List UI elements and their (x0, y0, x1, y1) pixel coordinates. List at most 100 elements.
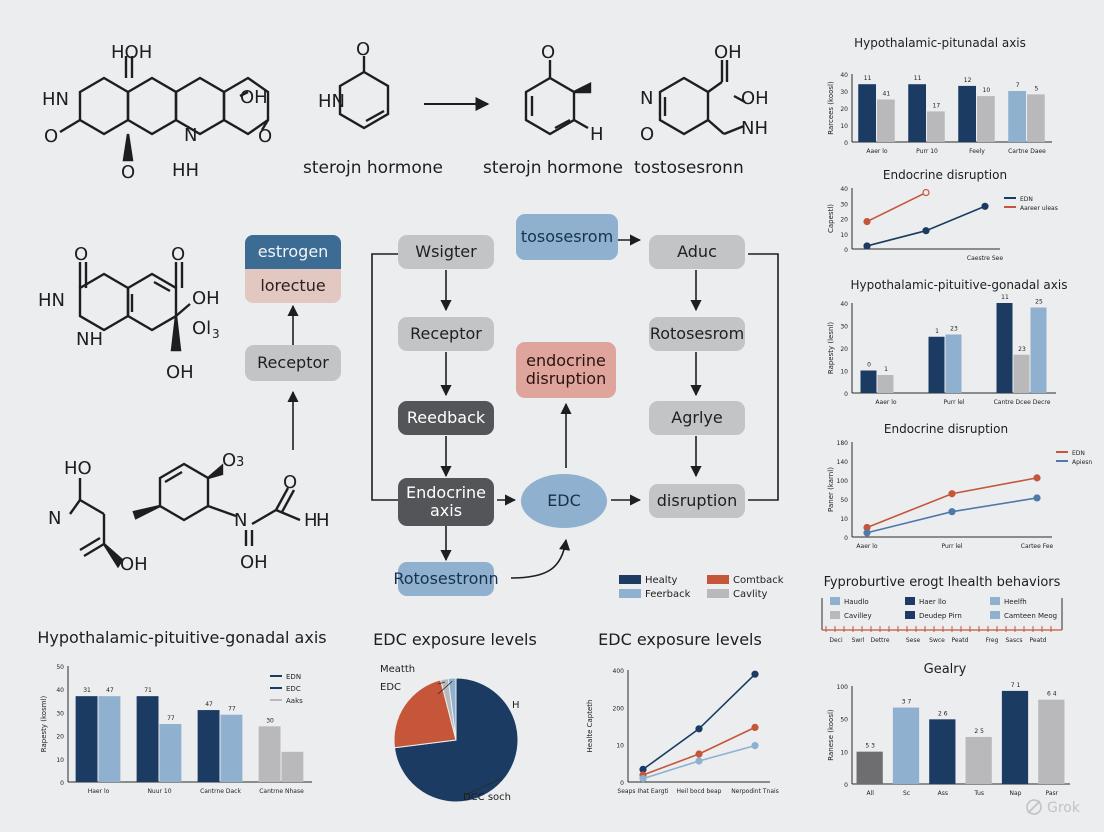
m5-label-subscript: 3 (212, 327, 220, 341)
chart-endocrine-disruption-top: Endocrine disruptionCapestl)010203040Cae… (827, 168, 1058, 262)
y-tick-label: 10 (840, 749, 848, 756)
bar-value-label: 7 1 (1011, 682, 1021, 689)
m4-label-n: N (640, 88, 653, 109)
x-tick-label: Nerpodint Tnais (731, 788, 779, 795)
y-tick-label: 100 (837, 478, 849, 485)
chart-title: Hypothalamic-pitunadal axis (854, 36, 1026, 50)
legend-label: Aaks (286, 697, 303, 705)
m1-label-hn: HN (42, 89, 69, 110)
legend-label: Camteen Meog (1004, 612, 1057, 620)
legend-label: EDN (1072, 450, 1085, 457)
bar (858, 84, 876, 142)
flow-tososesrom: tososesrom (516, 214, 618, 260)
x-tick-label: Purr 10 (916, 148, 938, 155)
m5-label-o-left: O (74, 244, 88, 265)
axis-label: Sascs (1005, 637, 1022, 644)
grok-watermark-text: Grok (1047, 800, 1081, 816)
flow-lorectue: lorectue (245, 269, 341, 303)
molecule-3 (524, 60, 592, 136)
m4-label-o: O (640, 124, 654, 145)
y-axis-label: Paner (karnl) (827, 467, 835, 512)
legend-label: Cavilley (844, 612, 872, 620)
bar (281, 751, 304, 782)
legend-label: EDN (286, 673, 301, 681)
data-point (948, 490, 956, 498)
flow-agrlye: Agrlye (649, 401, 745, 435)
data-point (751, 741, 759, 750)
pie-label: DCC soch (463, 792, 511, 803)
grok-logo-icon (1026, 799, 1042, 815)
legend-label: Deudep Pirn (919, 612, 962, 620)
m6-label-subscript: 3 (236, 455, 244, 470)
data-point (863, 529, 871, 537)
y-tick-label: 20 (840, 346, 848, 353)
series-line (866, 191, 927, 223)
molecule-1 (59, 56, 270, 162)
m2-label-o: O (356, 39, 370, 60)
m1-label-hh: HH (172, 160, 199, 181)
pie-slice (447, 677, 457, 741)
m5-label-oh-bottom: OH (166, 362, 194, 383)
x-tick-label: Purr lel (941, 543, 962, 550)
axis-label: Dettre (870, 637, 889, 644)
bar-value-label: 71 (144, 687, 152, 694)
flow-receptor-mid: Receptor (398, 317, 494, 351)
y-tick-label: 10 (840, 516, 848, 523)
bar-value-label: 3 7 (902, 699, 912, 706)
m6-label-o-acid: O (283, 472, 297, 493)
axis-label: Deci (829, 637, 843, 644)
y-tick-label: 0 (844, 140, 848, 147)
axis-label: Swce (929, 637, 945, 644)
m1-label-oh: OH (240, 87, 268, 108)
bar (136, 696, 159, 782)
legend-center: Healty Comtback Feerback Cavlity (619, 575, 784, 600)
y-tick-label: 0 (844, 782, 848, 789)
m1-label-n: N (184, 125, 197, 146)
caption-testosterone: tostosesronn (634, 158, 744, 178)
data-point (639, 775, 647, 783)
legend-swatch-healty (619, 575, 641, 584)
molecule-6 (69, 462, 301, 569)
legend-swatch-comtback (707, 575, 729, 584)
y-tick-label: 180 (837, 440, 849, 447)
data-point (751, 723, 759, 732)
y-tick-label: 40 (840, 186, 848, 193)
bar (860, 370, 877, 393)
bar (929, 719, 956, 784)
y-tick-label: 30 (840, 89, 848, 96)
x-tick-label: Aaer lo (875, 399, 897, 406)
flow-endocrine-axis: Endocrine axis (398, 478, 494, 526)
axis-label: Sese (906, 637, 921, 644)
y-tick-label: 20 (840, 106, 848, 113)
data-point (695, 725, 703, 733)
legend-swatch (905, 611, 915, 619)
m6-label-h-2: H (316, 510, 330, 531)
bar-value-label: 25 (1035, 299, 1043, 306)
bar (258, 726, 281, 782)
bar-value-label: 23 (1018, 346, 1026, 353)
chart-title: Endocrine disruption (884, 422, 1008, 436)
y-tick-label: 0 (60, 780, 64, 787)
chart-title: EDC exposure levels (598, 630, 762, 649)
data-point (1033, 474, 1041, 482)
y-tick-label: 0 (844, 535, 848, 542)
m1-label-o-left: O (44, 126, 58, 147)
y-tick-label: 10 (840, 123, 848, 130)
bar (892, 707, 920, 784)
bar (928, 336, 945, 393)
molecule-5 (78, 262, 191, 352)
series-line (866, 497, 1038, 534)
y-tick-label: 40 (56, 687, 64, 694)
y-tick-label: 10 (840, 369, 848, 376)
m5-label-ol: Ol (192, 318, 211, 339)
x-tick-label: Nuur 10 (147, 788, 171, 795)
x-tick-label: Sc (903, 790, 910, 797)
flow-endocrine-disruption: endocrine disruption (516, 342, 616, 398)
axis-label: Swrl (852, 637, 865, 644)
data-point (863, 217, 871, 226)
m4-label-oh: OH (741, 88, 769, 109)
